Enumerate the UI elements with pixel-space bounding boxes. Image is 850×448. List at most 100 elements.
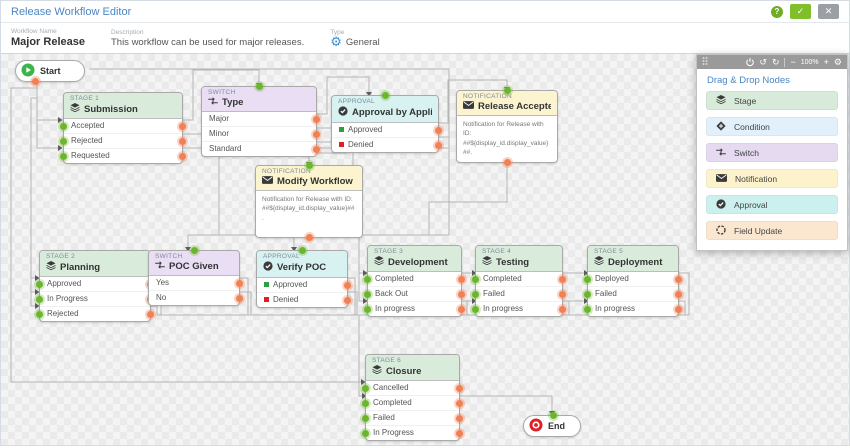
- output-port[interactable]: [559, 291, 566, 298]
- output-port[interactable]: [559, 276, 566, 283]
- output-port[interactable]: [458, 306, 465, 313]
- connector: [31, 98, 37, 306]
- input-port[interactable]: [584, 291, 591, 298]
- output-port[interactable]: [236, 280, 243, 287]
- output-port[interactable]: [306, 234, 313, 241]
- palette-item-label: Approval: [734, 200, 768, 210]
- close-button[interactable]: ✕: [818, 4, 839, 19]
- node-notif-modify-workflow[interactable]: NotificationModify WorkflowNotification …: [255, 165, 363, 238]
- palette-item-condition[interactable]: Condition: [706, 117, 838, 136]
- confirm-button[interactable]: ✓: [790, 4, 811, 19]
- output-port[interactable]: [675, 306, 682, 313]
- output-port[interactable]: [456, 430, 463, 437]
- node-end[interactable]: End: [523, 415, 581, 437]
- output-port[interactable]: [435, 127, 442, 134]
- output-port[interactable]: [504, 159, 511, 166]
- input-port[interactable]: [362, 415, 369, 422]
- node-stage-1[interactable]: Stage 1SubmissionAcceptedRejectedRequest…: [63, 92, 183, 164]
- input-port[interactable]: [60, 123, 67, 130]
- output-port[interactable]: [179, 123, 186, 130]
- stage-icon: [716, 95, 726, 106]
- output-port[interactable]: [435, 142, 442, 149]
- stage-icon: [372, 365, 382, 377]
- node-start[interactable]: Start: [15, 60, 85, 82]
- input-port[interactable]: [60, 138, 67, 145]
- output-port[interactable]: [559, 306, 566, 313]
- output-port[interactable]: [313, 116, 320, 123]
- output-port[interactable]: [179, 138, 186, 145]
- output-port[interactable]: [147, 311, 154, 318]
- output-port[interactable]: [344, 297, 351, 304]
- input-port[interactable]: [256, 83, 263, 90]
- node-row: Completed: [476, 272, 562, 286]
- node-approval-by-appli[interactable]: ApprovalApproval by Appli...ApprovedDeni…: [331, 95, 439, 153]
- workflow-name-value[interactable]: Major Release: [11, 36, 85, 48]
- connector: [359, 315, 362, 396]
- node-row: Failed: [366, 410, 459, 425]
- zoom-out-icon[interactable]: −: [790, 55, 795, 69]
- input-port[interactable]: [60, 153, 67, 160]
- input-port[interactable]: [362, 385, 369, 392]
- input-port[interactable]: [299, 247, 306, 254]
- output-port[interactable]: [675, 291, 682, 298]
- zoom-in-icon[interactable]: +: [824, 55, 829, 69]
- input-port[interactable]: [550, 412, 557, 419]
- palette-item-stage[interactable]: Stage: [706, 91, 838, 110]
- undo-icon[interactable]: ↺: [759, 55, 767, 69]
- input-port[interactable]: [504, 87, 511, 94]
- input-port[interactable]: [472, 291, 479, 298]
- input-port[interactable]: [364, 306, 371, 313]
- output-port[interactable]: [458, 276, 465, 283]
- input-port[interactable]: [382, 92, 389, 99]
- input-port[interactable]: [191, 247, 198, 254]
- help-icon[interactable]: ?: [771, 6, 783, 18]
- palette-item-field-update[interactable]: Field Update: [706, 221, 838, 240]
- output-port[interactable]: [456, 385, 463, 392]
- switch-icon: [208, 97, 218, 108]
- input-port[interactable]: [306, 162, 313, 169]
- input-port[interactable]: [584, 276, 591, 283]
- input-port[interactable]: [362, 400, 369, 407]
- output-port[interactable]: [458, 291, 465, 298]
- input-port[interactable]: [362, 430, 369, 437]
- input-port[interactable]: [364, 291, 371, 298]
- input-port[interactable]: [472, 276, 479, 283]
- input-port[interactable]: [472, 306, 479, 313]
- palette-item-notification[interactable]: Notification: [706, 169, 838, 188]
- input-port[interactable]: [36, 281, 43, 288]
- output-port[interactable]: [236, 295, 243, 302]
- settings-gear-icon[interactable]: ⚙: [834, 55, 842, 69]
- input-port[interactable]: [36, 296, 43, 303]
- output-port[interactable]: [179, 153, 186, 160]
- palette-item-switch[interactable]: Switch: [706, 143, 838, 162]
- output-port[interactable]: [456, 400, 463, 407]
- input-port[interactable]: [364, 276, 371, 283]
- output-port[interactable]: [344, 282, 351, 289]
- node-switch-type[interactable]: SwitchTypeMajorMinorStandard: [201, 86, 317, 157]
- description-value[interactable]: This workflow can be used for major rele…: [111, 37, 304, 48]
- node-stage-6[interactable]: Stage 6ClosureCancelledCompletedFailedIn…: [365, 354, 460, 441]
- input-port[interactable]: [36, 311, 43, 318]
- output-port[interactable]: [32, 78, 39, 85]
- redo-icon[interactable]: ↻: [772, 55, 780, 69]
- output-port[interactable]: [675, 276, 682, 283]
- workflow-canvas[interactable]: StartStage 1SubmissionAcceptedRejectedRe…: [1, 53, 849, 445]
- output-port[interactable]: [313, 131, 320, 138]
- output-port[interactable]: [313, 146, 320, 153]
- output-port[interactable]: [456, 415, 463, 422]
- input-port[interactable]: [584, 306, 591, 313]
- node-notif-release-accepted[interactable]: NotificationRelease AcceptedNotification…: [456, 90, 558, 163]
- node-row: Cancelled: [366, 381, 459, 395]
- power-icon[interactable]: [746, 58, 754, 67]
- gear-icon[interactable]: ⚙: [330, 37, 342, 47]
- grip-icon[interactable]: [702, 57, 708, 67]
- palette-item-approval[interactable]: Approval: [706, 195, 838, 214]
- node-header: SwitchPOC Given: [149, 251, 239, 276]
